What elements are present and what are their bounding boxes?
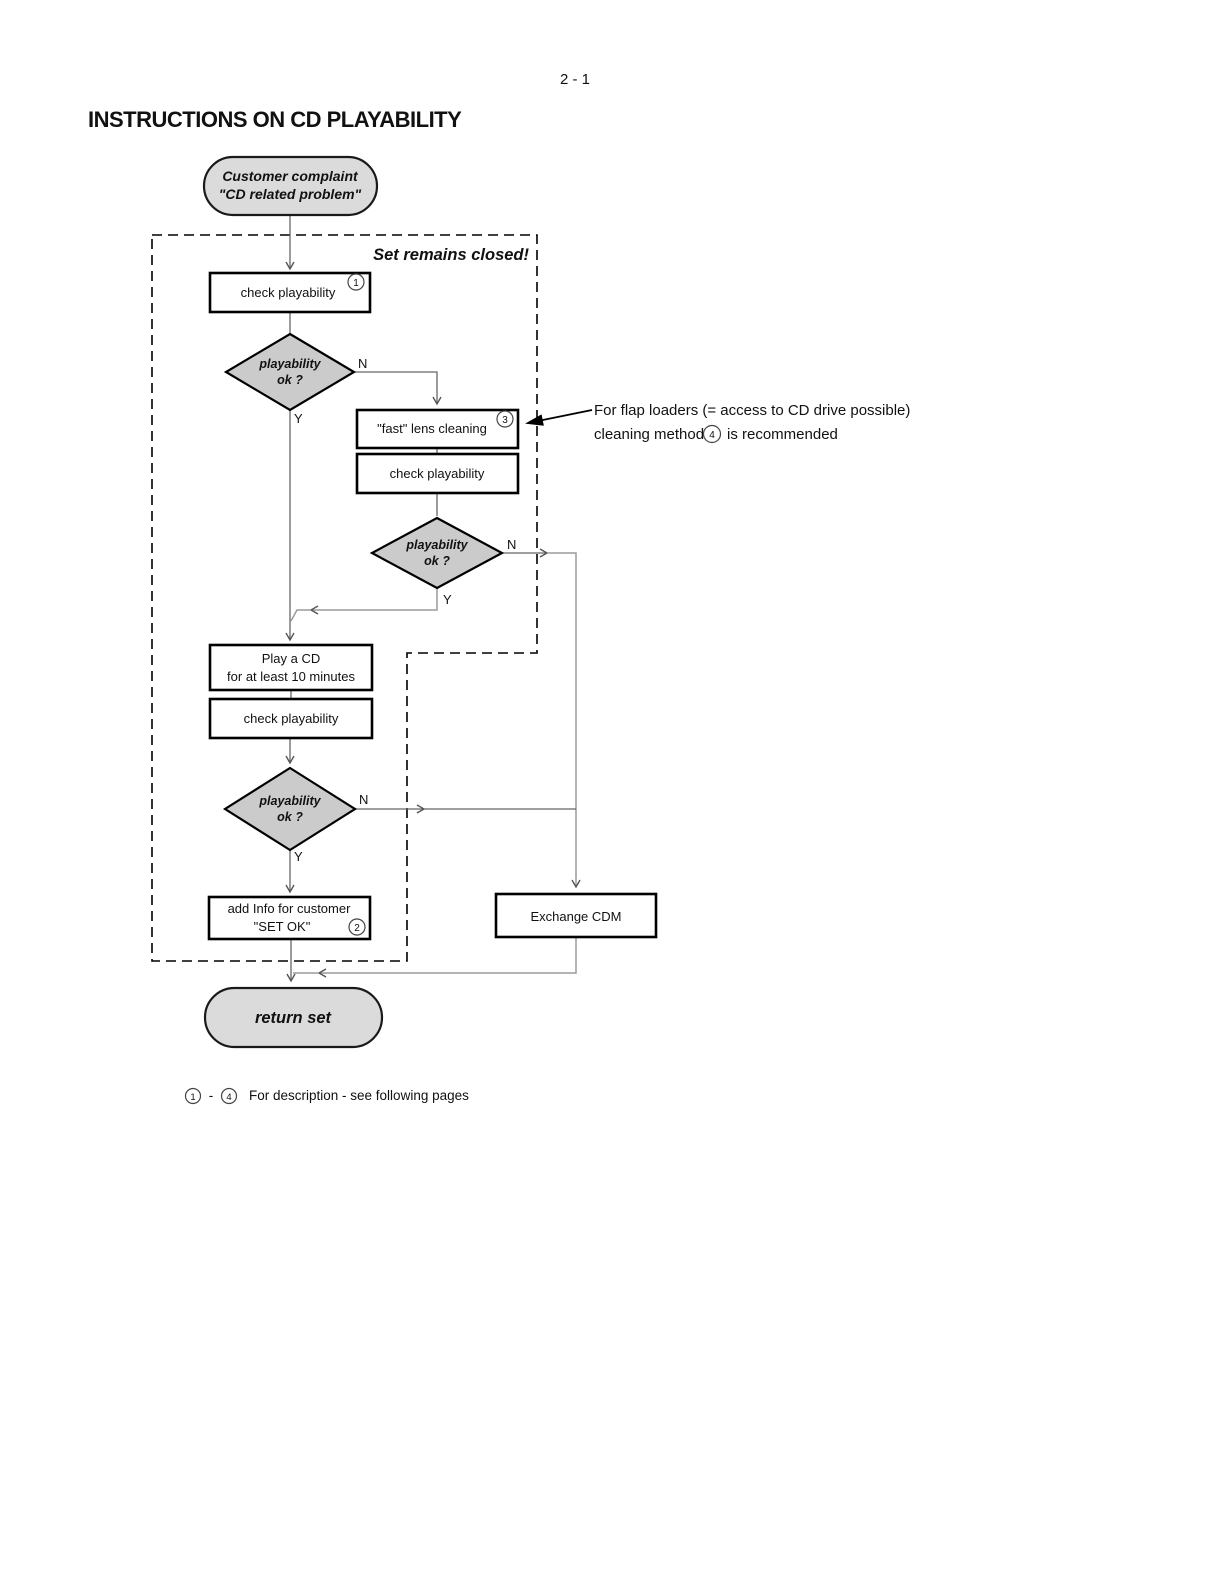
- decision3-diamond: [222, 766, 358, 852]
- fast-clean-label: "fast" lens cleaning: [377, 421, 487, 436]
- ref-circle-4-annotation: [702, 424, 722, 444]
- region-label: Set remains closed!: [373, 246, 529, 264]
- footnote-ref-digit-4: 4: [226, 1092, 231, 1103]
- footnote-dash: -: [209, 1088, 214, 1103]
- decision2-yes-label: Y: [443, 592, 452, 607]
- node-decision3: playability ok ? N Y: [222, 766, 368, 864]
- check1-box: [208, 271, 372, 314]
- annotation-line2-before: cleaning method: [594, 426, 704, 443]
- exchange-label: Exchange CDM: [530, 909, 621, 924]
- start-label-line1: Customer complaint: [222, 168, 359, 184]
- node-exchange: Exchange CDM: [494, 892, 658, 939]
- footnote: 1 - 4 For description - see following pa…: [184, 1087, 469, 1105]
- footnote-ref-circle-1: [184, 1087, 202, 1105]
- add-info-box: [207, 895, 372, 941]
- decision2-line1: playability: [405, 538, 468, 552]
- node-decision1: playability ok ? N Y: [223, 332, 367, 426]
- edge-decision2-yes-join: [290, 609, 311, 622]
- ref-digit-4-annotation: 4: [709, 430, 715, 441]
- decision1-no-label: N: [358, 356, 367, 371]
- annotation-flap-loaders: For flap loaders (= access to CD drive p…: [525, 402, 910, 444]
- set-remains-closed-region: [151, 234, 538, 962]
- decision1-yes-label: Y: [294, 411, 303, 426]
- node-check1: check playability 1: [208, 271, 372, 314]
- end-terminator-shape: [203, 986, 384, 1049]
- node-decision2: playability ok ? N Y: [369, 516, 516, 607]
- ref-circle-1: [347, 273, 365, 291]
- ref-digit-1: 1: [353, 278, 359, 289]
- edge-decision1-no: [354, 371, 442, 406]
- play-cd-box: [208, 643, 374, 692]
- node-add-info: add Info for customer "SET OK" 2: [207, 895, 372, 941]
- check3-box: [208, 697, 374, 740]
- node-fast-clean: "fast" lens cleaning 3: [355, 408, 520, 450]
- footnote-text: For description - see following pages: [249, 1088, 469, 1103]
- check3-label: check playability: [244, 711, 339, 726]
- decision3-yes-label: Y: [294, 849, 303, 864]
- play-cd-line2: for at least 10 minutes: [227, 669, 355, 684]
- decision2-diamond: [369, 516, 505, 590]
- edge-decision2-no-exchange: [547, 552, 581, 889]
- check1-label: check playability: [241, 285, 336, 300]
- connectors: [285, 215, 581, 983]
- annotation-line1: For flap loaders (= access to CD drive p…: [594, 402, 910, 419]
- start-terminator-shape: [202, 155, 379, 217]
- footnote-ref-circle-4: [220, 1087, 238, 1105]
- add-info-line1: add Info for customer: [228, 901, 352, 916]
- ref-circle-3: [496, 410, 514, 428]
- edge-exchange-return: [317, 937, 577, 978]
- ref-digit-3: 3: [502, 415, 508, 426]
- node-check3: check playability: [208, 697, 374, 740]
- exchange-box: [494, 892, 658, 939]
- decision1-line2: ok ?: [277, 373, 303, 387]
- node-end: return set: [203, 986, 384, 1049]
- page-title: INSTRUCTIONS ON CD PLAYABILITY: [88, 107, 462, 132]
- node-play-cd: Play a CD for at least 10 minutes: [208, 643, 374, 692]
- edge-decision2-yes: [309, 588, 438, 615]
- decision3-line1: playability: [258, 794, 321, 808]
- footnote-ref-digit-1: 1: [190, 1092, 195, 1103]
- page-number: 2 - 1: [560, 71, 590, 88]
- fast-clean-box: [355, 408, 520, 450]
- check2-label: check playability: [390, 466, 485, 481]
- node-start: Customer complaint "CD related problem": [202, 155, 379, 217]
- add-info-line2: "SET OK": [254, 919, 311, 934]
- play-cd-line1: Play a CD: [262, 651, 321, 666]
- ref-digit-2: 2: [354, 923, 360, 934]
- decision2-no-label: N: [507, 537, 516, 552]
- start-label-line2: "CD related problem": [219, 186, 362, 202]
- node-check2: check playability: [355, 452, 520, 495]
- decision1-diamond: [223, 332, 357, 412]
- decision2-line2: ok ?: [424, 554, 450, 568]
- decision1-line1: playability: [258, 357, 321, 371]
- decision3-no-label: N: [359, 792, 368, 807]
- decision3-line2: ok ?: [277, 810, 303, 824]
- end-label: return set: [255, 1009, 333, 1027]
- ref-circle-2: [348, 918, 366, 936]
- annotation-line2-after: is recommended: [727, 426, 838, 443]
- check2-box: [355, 452, 520, 495]
- annotation-arrow: [525, 409, 593, 426]
